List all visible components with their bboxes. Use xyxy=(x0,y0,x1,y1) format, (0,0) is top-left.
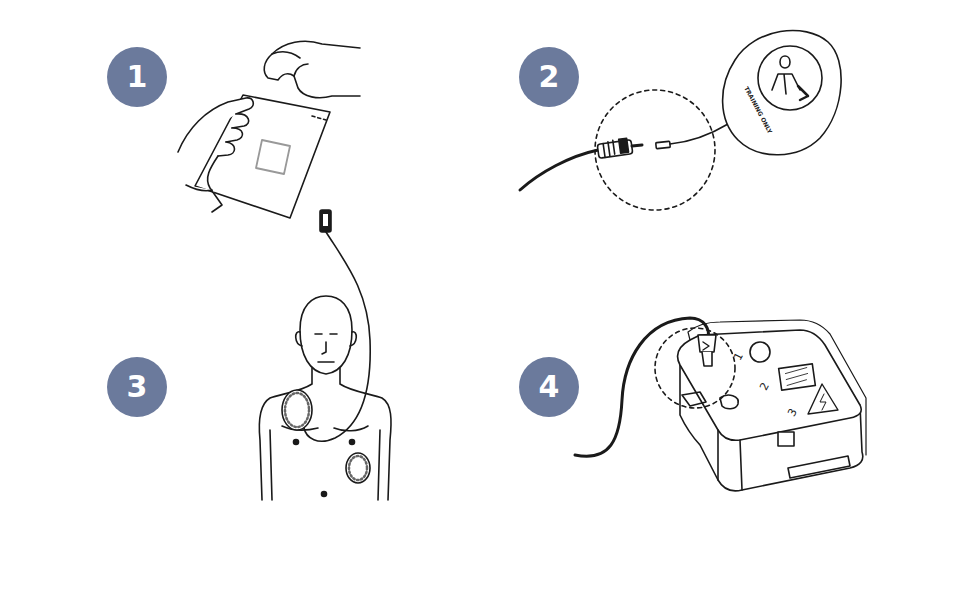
step-number: 3 xyxy=(127,372,148,402)
pad-plug xyxy=(320,210,331,232)
connector-detail xyxy=(520,90,728,210)
pad-wire xyxy=(304,232,370,441)
device-step-number: 3 xyxy=(786,406,799,417)
left-hand xyxy=(178,98,253,212)
device-step-number: 1 xyxy=(732,350,745,361)
aed-cable xyxy=(575,318,735,456)
step-number: 2 xyxy=(539,62,560,92)
step-number-circle: 4 xyxy=(519,357,579,417)
step-number: 1 xyxy=(127,62,148,92)
step-number-circle: 3 xyxy=(107,357,167,417)
step-number: 4 xyxy=(539,372,560,402)
aed-trainer xyxy=(678,320,866,491)
right-hand xyxy=(264,41,360,97)
person xyxy=(259,296,391,500)
device-step-number: 2 xyxy=(758,380,771,391)
training-pad xyxy=(723,30,842,154)
pad-marking: TRAINING ONLY xyxy=(743,86,773,135)
chest-pads xyxy=(282,390,370,483)
step-number-circle: 1 xyxy=(107,47,167,107)
step-number-circle: 2 xyxy=(519,47,579,107)
